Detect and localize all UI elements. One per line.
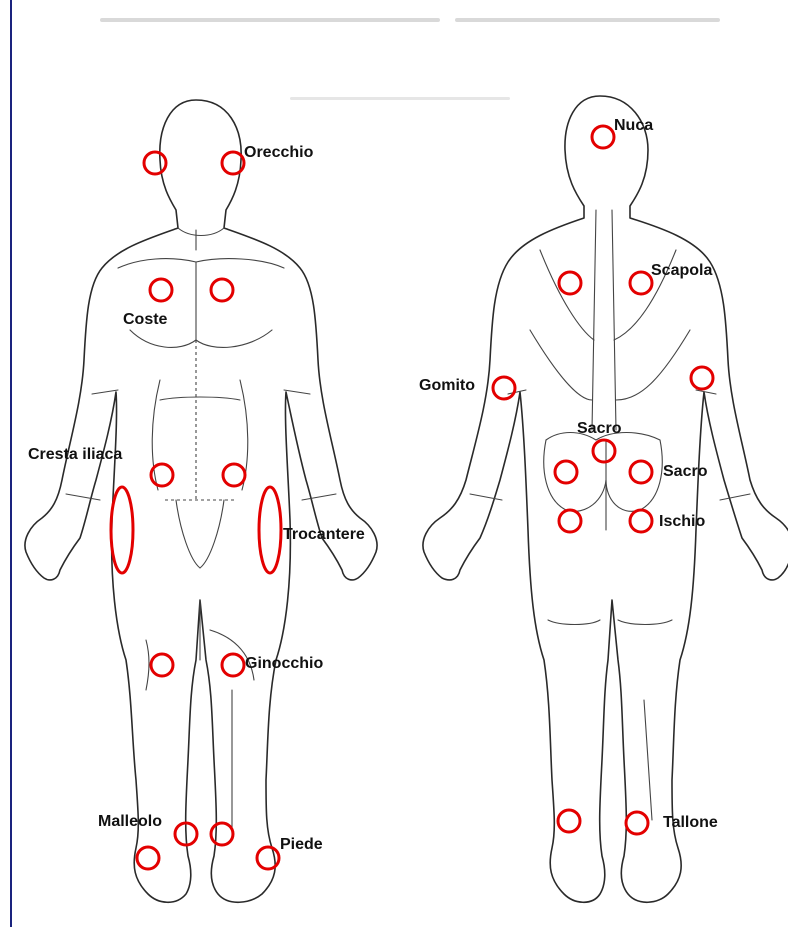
label-ribs: Coste (123, 312, 167, 328)
label-sacrum-top: Sacro (577, 421, 621, 437)
label-sacrum-right: Sacro (663, 464, 707, 480)
back-body-figure (423, 96, 788, 902)
label-scapula: Scapola (651, 263, 712, 279)
label-foot: Piede (280, 837, 323, 853)
label-nape: Nuca (614, 118, 653, 134)
label-iliac-crest: Cresta iliaca (28, 447, 122, 463)
label-heel: Tallone (663, 815, 718, 831)
label-malleolus: Malleolo (98, 814, 162, 830)
label-ischium: Ischio (659, 514, 705, 530)
label-elbow: Gomito (419, 378, 475, 394)
label-ear: Orecchio (244, 145, 313, 161)
label-trochanter: Trocantere (283, 527, 365, 543)
label-knee: Ginocchio (245, 656, 323, 672)
front-body-figure (25, 100, 377, 902)
